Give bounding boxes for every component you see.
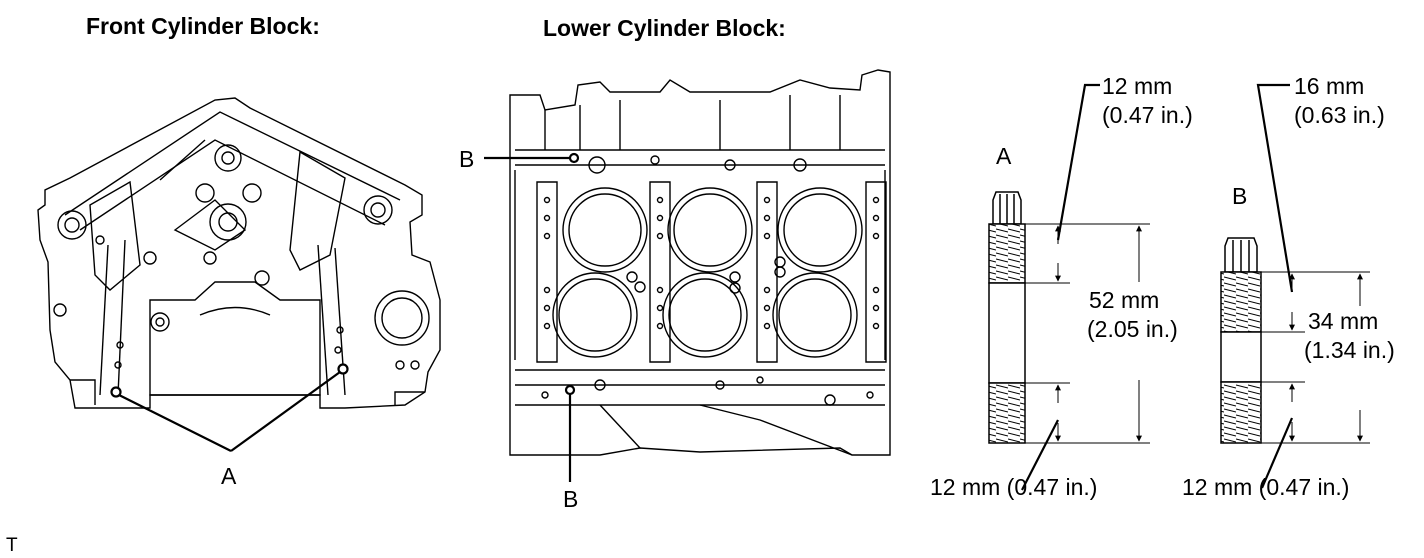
stud-b-length-dimension: 34 mm (1.34 in.) bbox=[1304, 307, 1395, 365]
stud-b-drawing bbox=[1221, 238, 1261, 443]
stud-b-title: B bbox=[1232, 183, 1248, 209]
front-block-heading: Front Cylinder Block: bbox=[86, 13, 320, 39]
lower-block-heading: Lower Cylinder Block: bbox=[543, 15, 786, 41]
lower-pointer-lines bbox=[484, 154, 578, 482]
lower-top-pointer-label-b: B bbox=[459, 146, 475, 172]
front-pointer-label-a: A bbox=[221, 463, 237, 489]
front-cylinder-block-drawing bbox=[38, 98, 440, 408]
lower-cylinder-block-drawing bbox=[510, 70, 890, 455]
stud-b-top-thread-dimension: 16 mm (0.63 in.) bbox=[1294, 72, 1385, 130]
stud-a-top-thread-dimension: 12 mm (0.47 in.) bbox=[1102, 72, 1193, 130]
stud-a-length-dimension: 52 mm (2.05 in.) bbox=[1087, 286, 1178, 344]
stud-b-dimension-lines bbox=[1261, 272, 1370, 443]
corner-mark: T bbox=[6, 535, 18, 556]
stud-a-dimension-lines bbox=[1025, 224, 1150, 443]
stud-a-title: A bbox=[996, 143, 1012, 169]
stud-a-length-mm: 52 mm bbox=[1089, 287, 1160, 313]
stud-a-top-thread-in: (0.47 in.) bbox=[1102, 101, 1193, 128]
stud-a-drawing bbox=[989, 192, 1025, 443]
stud-b-length-in: (1.34 in.) bbox=[1304, 336, 1395, 363]
stud-a-bottom-thread-dimension: 12 mm (0.47 in.) bbox=[930, 474, 1098, 500]
lower-bottom-pointer-label-b: B bbox=[563, 486, 579, 512]
stud-a-leader-lines bbox=[1022, 85, 1100, 490]
stud-b-top-thread-mm: 16 mm bbox=[1294, 73, 1365, 99]
stud-b-top-thread-in: (0.63 in.) bbox=[1294, 101, 1385, 128]
stud-a-length-in: (2.05 in.) bbox=[1087, 315, 1178, 342]
stud-b-leader-lines bbox=[1258, 85, 1292, 488]
stud-b-length-mm: 34 mm bbox=[1308, 308, 1379, 334]
stud-b-bottom-thread-dimension: 12 mm (0.47 in.) bbox=[1182, 474, 1350, 500]
stud-a-top-thread-mm: 12 mm bbox=[1102, 73, 1173, 99]
front-pointer-lines bbox=[112, 365, 348, 452]
